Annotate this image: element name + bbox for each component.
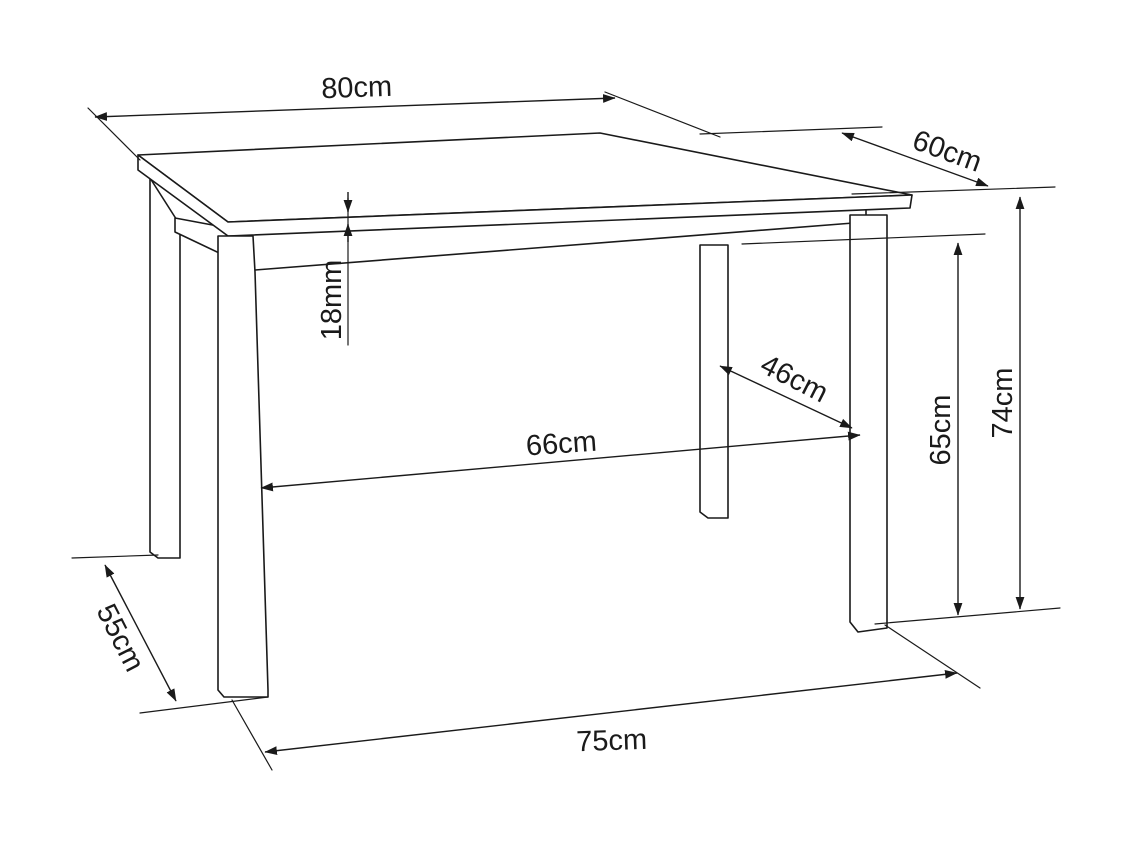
top-thickness-label: 18mm [316, 260, 348, 341]
leg-span-depth-label: 55cm [90, 599, 151, 677]
back-right-leg [699, 244, 729, 519]
back-left-leg [149, 177, 181, 559]
extension-lines [71, 91, 1061, 771]
leg-span-depth-arrow [104, 564, 177, 702]
leg-span-length-label: 75cm [576, 724, 648, 758]
table-top-edge [137, 154, 913, 237]
inner-depth-arrow [719, 365, 853, 429]
inner-length-arrow [260, 431, 861, 492]
front-left-leg [217, 235, 269, 698]
top-length-label: 80cm [321, 71, 393, 105]
top-length-arrow [94, 94, 616, 121]
top-depth-arrow [841, 132, 989, 187]
dimension-arrows [94, 94, 1025, 756]
inner-length-label: 66cm [525, 426, 598, 463]
leg-span-length-arrow [264, 669, 958, 756]
front-right-leg [849, 214, 888, 633]
table-drawing [137, 132, 913, 698]
leg-height-label: 65cm [925, 395, 957, 466]
total-height-label: 74cm [987, 368, 1019, 439]
